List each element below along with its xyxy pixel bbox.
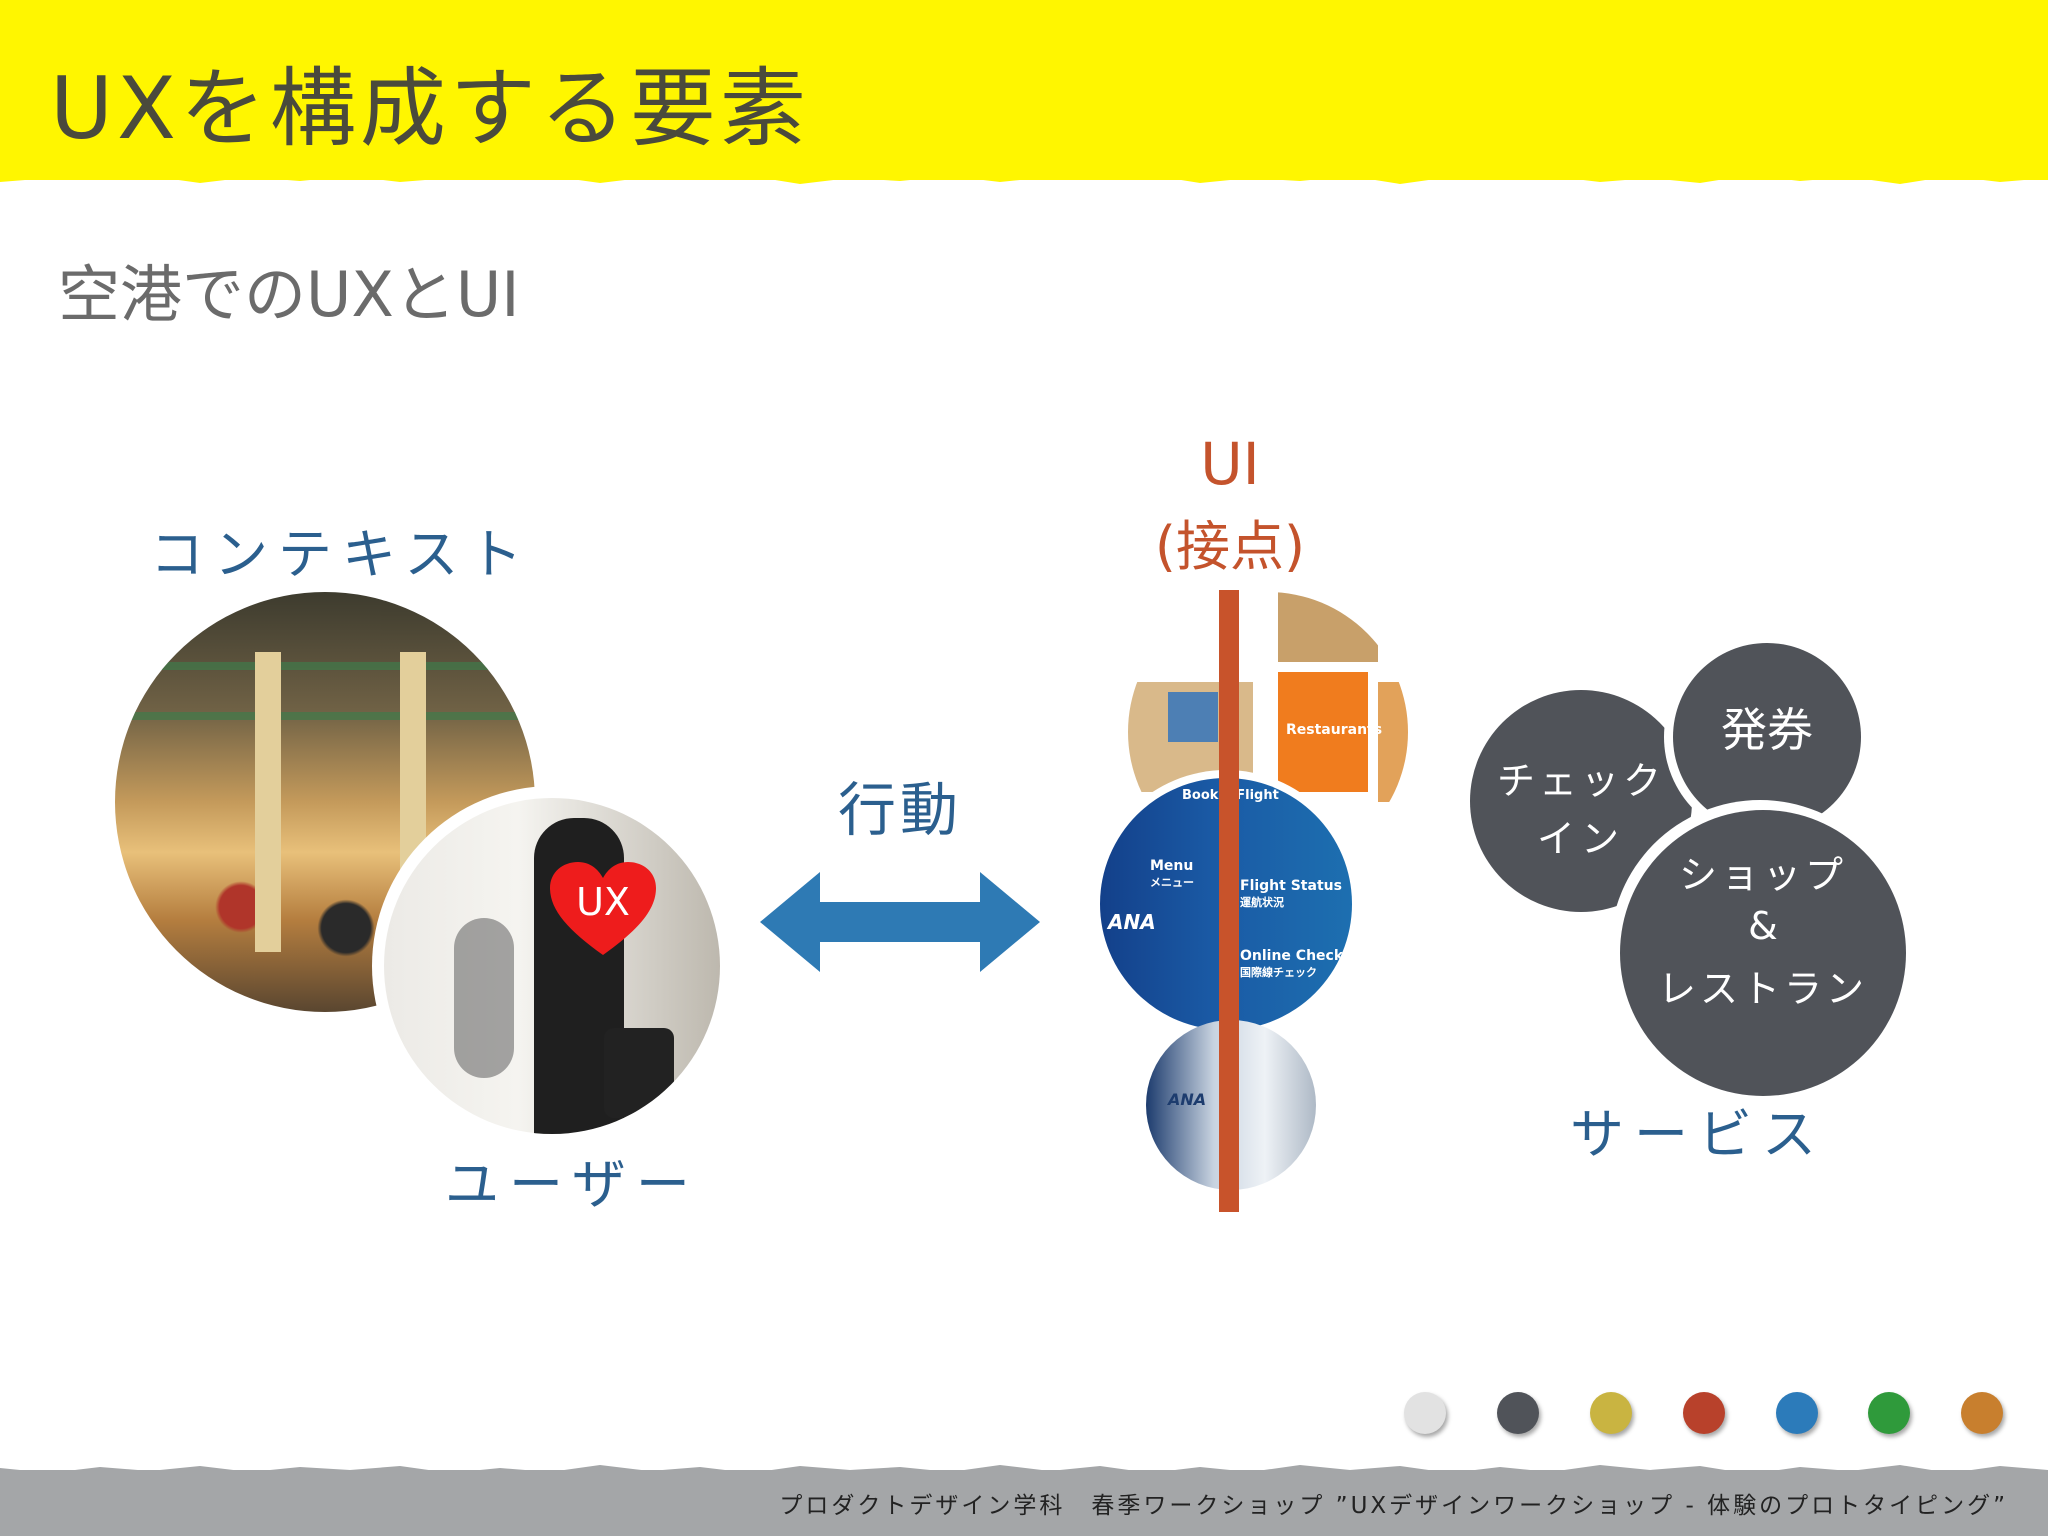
shop-text-line2: &: [1748, 904, 1778, 948]
palette-dot-olive: [1590, 1392, 1632, 1434]
ui-title: UI: [1200, 430, 1260, 498]
action-label: 行動: [838, 776, 963, 844]
flight-status-jp-text: 運航状況: [1240, 896, 1284, 909]
shop-text-line3: レストラン: [1657, 967, 1868, 1011]
restaurants-text: Restaurants: [1286, 722, 1383, 738]
flight-status-text: Flight Status: [1240, 878, 1342, 894]
user-label: ユーザー: [445, 1153, 700, 1216]
header-torn-edge: [0, 168, 2048, 184]
kiosk-brand-text: ANA: [1168, 1090, 1207, 1109]
heart-icon: [550, 862, 656, 955]
palette-dot-blue: [1776, 1392, 1818, 1434]
double-arrow-icon: [760, 872, 1040, 972]
checkin-text-line2: イン: [1536, 817, 1625, 861]
slide-title: UXを構成する要素: [50, 59, 810, 159]
ticketing-text: 発券: [1721, 703, 1813, 757]
ticketing-circle: [1673, 643, 1861, 831]
palette-dot-dark-gray: [1497, 1392, 1539, 1434]
online-check-jp-text: 国際線チェック: [1240, 966, 1317, 979]
footer-text: プロダクトデザイン学科 春季ワークショップ ”UXデザインワークショップ - 体…: [779, 1493, 2008, 1519]
palette-dot-red: [1683, 1392, 1725, 1434]
shop-text-line1: ショップ: [1678, 853, 1847, 897]
menu-text: Menu: [1150, 858, 1194, 874]
checkin-text-line1: チェック: [1496, 759, 1665, 803]
header-band: [0, 0, 2048, 180]
footer-band: [0, 1470, 2048, 1536]
menu-jp-text: メニュー: [1150, 876, 1194, 889]
palette-dot-orange: [1961, 1392, 2003, 1434]
ui-subtitle: (接点): [1154, 515, 1306, 578]
online-check-text: Online Check: [1240, 948, 1344, 964]
shop-restaurant-circle: [1620, 810, 1906, 1096]
palette-dot-light-gray: [1404, 1392, 1446, 1434]
context-label: コンテキスト: [150, 523, 533, 586]
ux-heart-label: UX: [576, 880, 630, 924]
slide-subtitle: 空港でのUXとUI: [58, 258, 520, 331]
service-label: サービス: [1570, 1103, 1826, 1166]
ana-logo-text: ANA: [1108, 910, 1156, 934]
airport-user-photo: [384, 798, 720, 1134]
touchpoint-divider-bar: [1219, 590, 1239, 1212]
palette-dot-green: [1868, 1392, 1910, 1434]
